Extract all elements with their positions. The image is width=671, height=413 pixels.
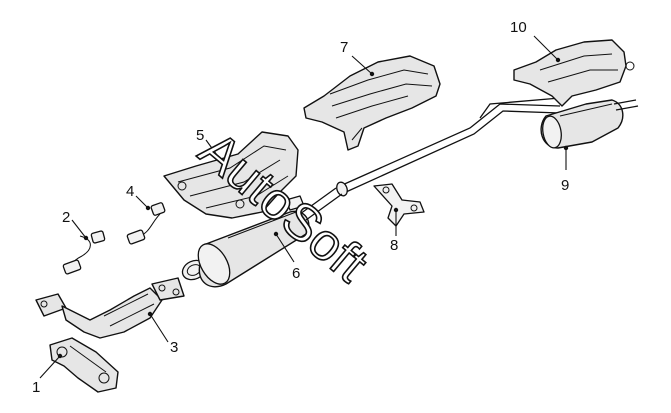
part-5-heat-shield (163, 131, 299, 219)
callout-5-label: 5 (196, 127, 204, 144)
callout-3: 3 (147, 311, 178, 356)
callout-8-label: 8 (390, 237, 398, 254)
callout-6: 6 (273, 231, 300, 282)
callout-6-label: 6 (292, 265, 300, 282)
part-8-hanger-bracket (373, 183, 425, 227)
part-1-front-pipe (49, 337, 119, 393)
callout-8: 8 (390, 207, 398, 254)
part-2-oxygen-sensor (62, 230, 106, 275)
callout-1-label: 1 (32, 379, 40, 396)
part-6-center-muffler (181, 187, 343, 288)
callout-9-label: 9 (561, 177, 569, 194)
part-7-heat-shield (303, 55, 441, 151)
part-10-rear-heat-shield (513, 39, 635, 107)
callout-2: 2 (62, 209, 89, 241)
callout-7-label: 7 (340, 39, 348, 56)
callout-2-label: 2 (62, 209, 70, 226)
intermediate-pipe (336, 97, 561, 197)
callout-10: 10 (510, 19, 561, 63)
part-9-rear-muffler (540, 99, 639, 149)
part-4-oxygen-sensor (126, 202, 166, 245)
callout-3-label: 3 (170, 339, 178, 356)
callout-1: 1 (32, 353, 63, 396)
callout-4: 4 (126, 183, 151, 211)
callout-10-label: 10 (510, 19, 527, 36)
callout-7: 7 (340, 39, 375, 77)
part-3-catalytic-converter (35, 277, 185, 339)
callout-4-label: 4 (126, 183, 134, 200)
callout-9: 9 (561, 145, 569, 194)
callout-5: 5 (196, 127, 225, 165)
